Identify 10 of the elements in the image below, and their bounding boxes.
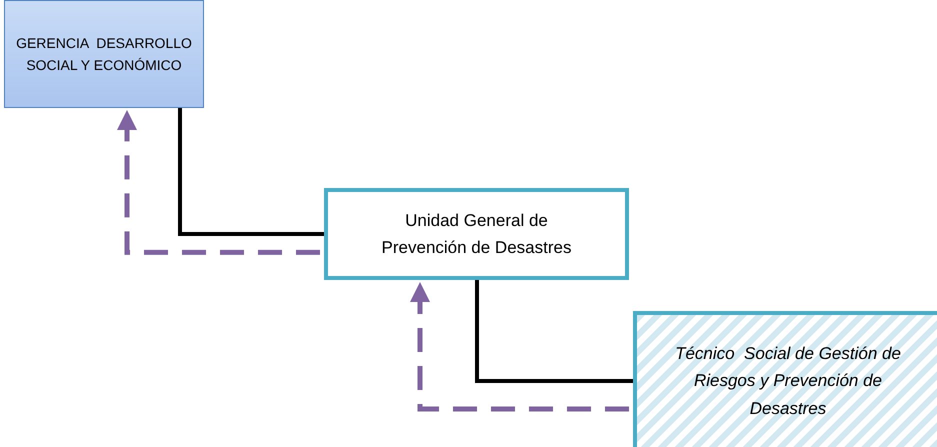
box-title: Unidad General de Prevención de Desastres [380,210,572,259]
org-box [633,311,937,447]
box-title: GERENCIA DESARROLLO SOCIAL Y ECONÓMICO [15,34,193,75]
org-box [324,188,629,280]
connector-line [178,108,324,236]
connector-line [475,280,633,383]
arrow [410,282,629,412]
org-box [4,0,204,108]
box-title: Técnico Social de Gestión de Riesgos y Prevención de Desastres [674,343,902,420]
arrow [117,110,320,255]
